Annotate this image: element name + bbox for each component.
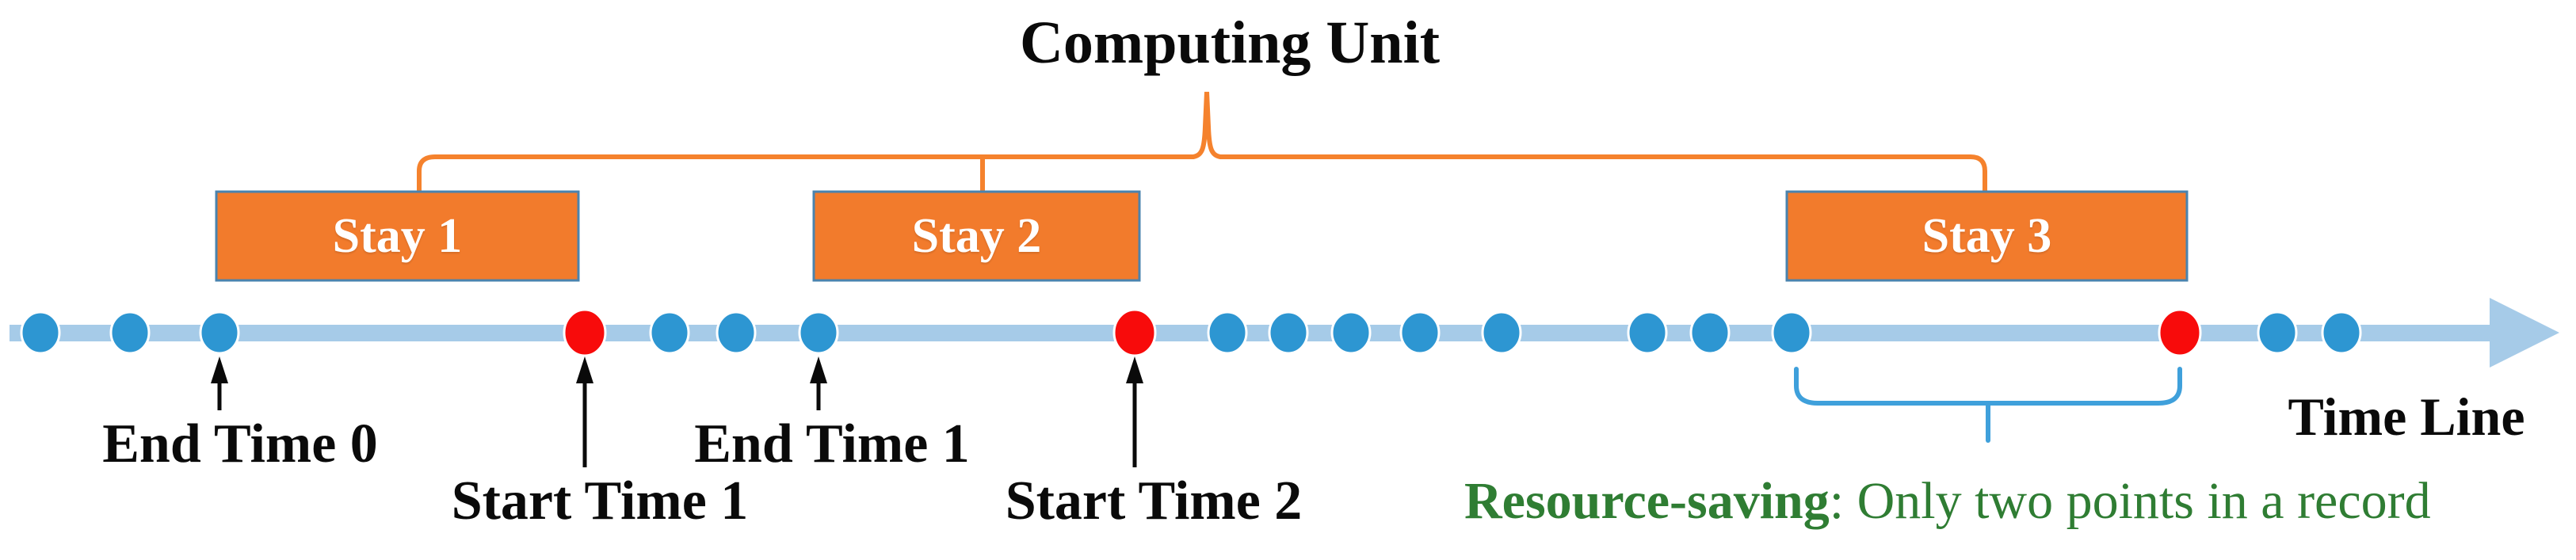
end-time-0-label: End Time 0 (102, 413, 378, 474)
timeline-dot-blue (1330, 310, 1372, 355)
timeline-dot-blue (2321, 310, 2362, 355)
computing-unit-title: Computing Unit (1020, 10, 1440, 76)
timeline-bar (10, 325, 2499, 341)
start-time-1-label: Start Time 1 (451, 470, 749, 531)
timeline-dot-red (1112, 308, 1157, 357)
timeline-dot-blue (1399, 310, 1441, 355)
timeline-dot-blue (1268, 310, 1309, 355)
stay2-box (812, 190, 1141, 282)
timeline-dot-blue (1771, 310, 1812, 355)
computing-unit-brace-icon (417, 91, 1987, 196)
timeline-label: Time Line (2288, 387, 2525, 447)
up-arrow-icon (211, 356, 228, 383)
start-time-1-arrow (576, 356, 593, 467)
stay1-label: Stay 1 (332, 209, 463, 263)
timeline-dot-blue (2257, 310, 2298, 355)
resource-saving-note-rest: : Only two points in a record (1829, 472, 2431, 530)
stay2-label: Stay 2 (911, 209, 1042, 263)
end-time-1-arrow (810, 356, 827, 410)
timeline-dot-red (563, 308, 607, 357)
timeline-dot-blue (199, 310, 240, 355)
resource-saving-note: Resource-saving: Only two points in a re… (1464, 475, 2431, 528)
timeline-dot-blue (649, 310, 690, 355)
timeline-dot-blue (716, 310, 757, 355)
up-arrow-icon (810, 356, 827, 383)
timeline-dot-blue (109, 310, 151, 355)
record-brace-icon (1794, 367, 2182, 406)
end-time-1-label: End Time 1 (694, 413, 970, 474)
timeline-dot-blue (1207, 310, 1248, 355)
timeline-dot-blue (1481, 310, 1522, 355)
start-time-2-label: Start Time 2 (1005, 470, 1303, 531)
stay3-label: Stay 3 (1922, 209, 2052, 263)
timeline-dot-red (2158, 308, 2202, 357)
timeline-dot-blue (1689, 310, 1731, 355)
up-arrow-icon (576, 356, 593, 383)
timeline-dot-blue (20, 310, 61, 355)
resource-saving-note-bold: Resource-saving (1464, 472, 1830, 530)
start-time-2-arrow (1126, 356, 1143, 467)
up-arrow-icon (1126, 356, 1143, 383)
timeline-dot-blue (798, 310, 839, 355)
stay3-box (1785, 190, 2189, 282)
timeline-dots (20, 308, 2362, 357)
stay1-box (215, 190, 580, 282)
end-time-0-arrow (211, 356, 228, 410)
timeline-arrowhead-icon (2490, 298, 2559, 368)
timeline-dot-blue (1627, 310, 1668, 355)
